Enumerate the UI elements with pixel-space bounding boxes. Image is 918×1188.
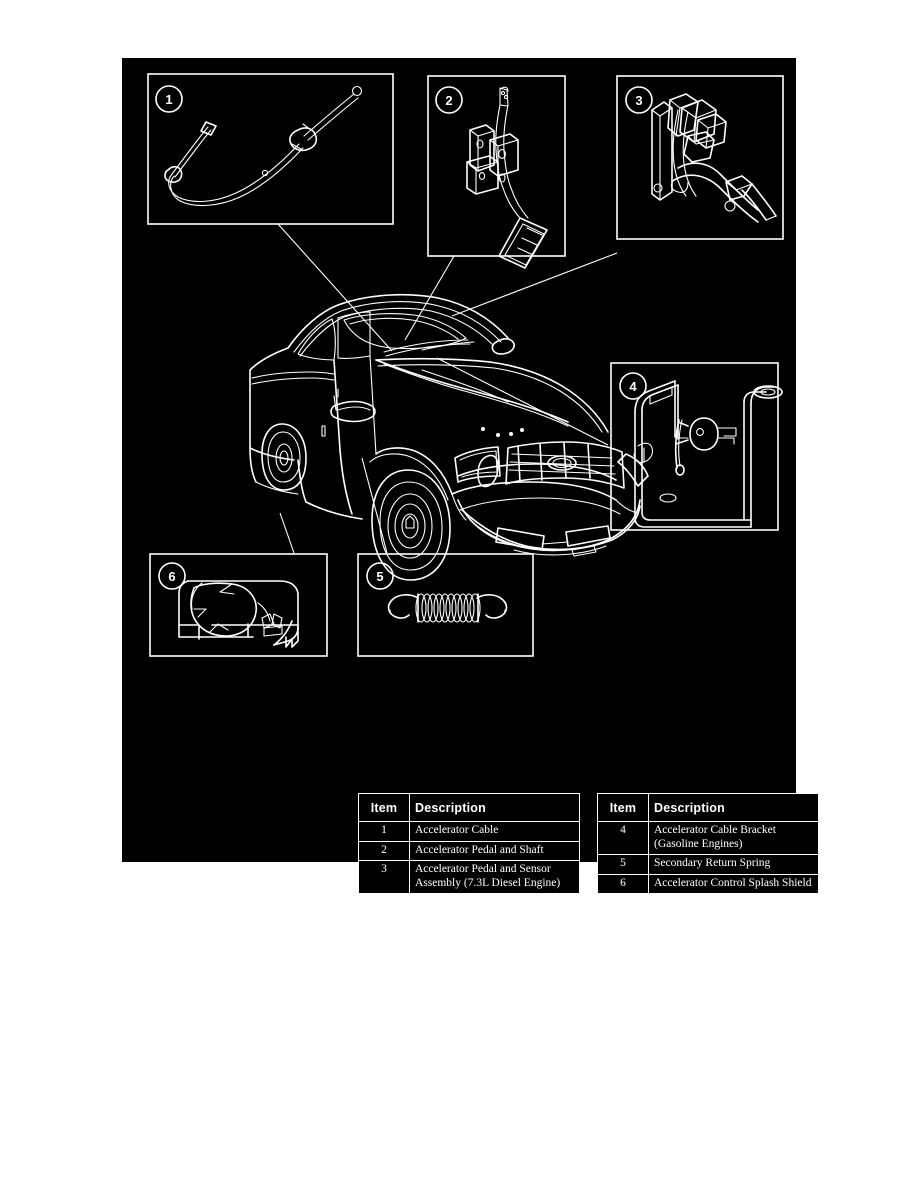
column-header-description: Description [409,793,580,822]
accelerator-pedal-shaft-drawing [466,86,548,269]
callout-number-5: 5 [376,569,383,584]
parts-table-left: Item Description 1 Accelerator Cable 2 A… [358,793,580,895]
column-header-item: Item [597,793,649,822]
table-header-row: Item Description [597,793,819,822]
cell-item: 1 [358,821,410,842]
plate-id-label: AV1085-B [846,747,892,771]
callout-number-2: 2 [445,93,452,108]
splash-shield-drawing [178,580,299,648]
accelerator-cable-drawing [164,85,363,206]
callout-panel-3: 3 [616,75,784,240]
cell-item: 4 [597,820,649,856]
cell-description: Accelerator Cable Bracket (Gasoline Engi… [648,820,819,856]
callout-panel-4: 4 [610,362,783,531]
callout-number-3: 3 [635,93,642,108]
table-row: 5 Secondary Return Spring [597,854,819,875]
callout-number-1: 1 [165,92,172,107]
cell-item: 2 [358,840,410,862]
cell-description: Secondary Return Spring [648,854,819,875]
cell-description: Accelerator Pedal and Shaft [409,840,580,862]
exploded-view-illustration: .ln{fill:none;stroke:#fff;stroke-width:1… [147,73,784,657]
callout-panel-2: 2 [427,75,566,269]
parts-table-right: Item Description 4 Accelerator Cable Bra… [597,793,819,895]
pickup-truck-illustration [249,293,649,581]
callout-panel-5: 5 [357,553,534,657]
callout-number-6: 6 [168,569,175,584]
column-header-description: Description [648,793,819,822]
table-row: 3 Accelerator Pedal and Sensor Assembly … [358,860,580,895]
table-header-row: Item Description [358,793,580,822]
callout-number-4: 4 [629,379,637,394]
callout-panel-6: 6 [149,553,328,657]
leader-lines [277,223,618,554]
return-spring-drawing [387,593,508,623]
cell-description: Accelerator Control Splash Shield [648,873,819,895]
cell-description: Accelerator Pedal and Sensor Assembly (7… [409,860,580,895]
cell-item: 3 [358,860,410,895]
column-header-item: Item [358,793,410,822]
cell-item: 6 [597,873,649,895]
table-row: 4 Accelerator Cable Bracket (Gasoline En… [597,820,819,856]
pedal-sensor-assembly-drawing [651,93,777,223]
cell-description: Accelerator Cable [409,821,580,842]
table-row: 2 Accelerator Pedal and Shaft [358,840,580,862]
table-row: 6 Accelerator Control Splash Shield [597,873,819,895]
cell-item: 5 [597,854,649,875]
illustration-plate: .ln{fill:none;stroke:#fff;stroke-width:1… [122,58,891,895]
table-row: 1 Accelerator Cable [358,821,580,842]
callout-panel-1: 1 [147,73,394,225]
cable-bracket-drawing [633,380,783,528]
